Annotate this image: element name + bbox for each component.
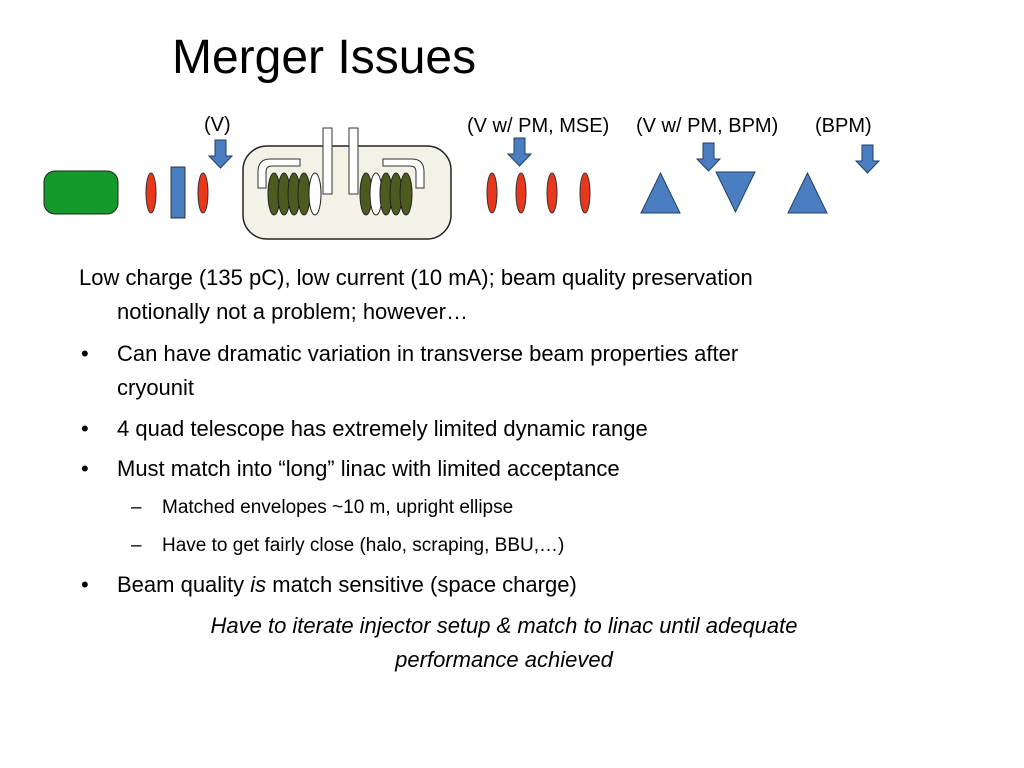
bullet-marker: • (81, 456, 89, 481)
bullet-marker: • (81, 572, 89, 597)
bullet-1-line-2: cryounit (117, 375, 195, 400)
bullet-4: Beam quality is match sensitive (space c… (117, 568, 577, 602)
conclusion-line-1: Have to iterate injector setup & match t… (210, 613, 798, 638)
bullet-1-line-1: Can have dramatic variation in transvers… (117, 341, 739, 366)
label-v-pm-mse: (V w/ PM, MSE) (467, 115, 610, 137)
cryounit-icon (242, 127, 452, 240)
bullet-marker: • (81, 416, 89, 441)
bullet-4-pre: Beam quality (117, 572, 251, 597)
gun-icon (43, 170, 119, 215)
dipole-icon (715, 171, 756, 214)
quadrupole-icon (486, 172, 498, 214)
bullet-2: 4 quad telescope has extremely limited d… (117, 416, 648, 441)
sub-bullet-marker: – (131, 497, 142, 518)
bullet-marker: • (81, 341, 89, 366)
label-v-pm-bpm: (V w/ PM, BPM) (636, 115, 779, 137)
dipole-icon (787, 171, 828, 214)
slide-title: Merger Issues (172, 31, 477, 84)
quadrupole-icon (197, 172, 209, 214)
intro-line-2: notionally not a problem; however… (117, 299, 468, 324)
sub-bullet-1: Matched envelopes ~10 m, upright ellipse (162, 497, 514, 518)
sub-bullet-marker: – (131, 535, 142, 556)
solenoid-icon (170, 166, 186, 219)
down-arrow-icon (506, 137, 533, 167)
down-arrow-icon (207, 139, 234, 169)
quadrupole-icon (579, 172, 591, 214)
dipole-icon (640, 171, 681, 214)
quadrupole-icon (145, 172, 157, 214)
conclusion-line-2: performance achieved (395, 647, 613, 672)
bullet-3: Must match into “long” linac with limite… (117, 456, 620, 481)
down-arrow-icon (854, 144, 881, 174)
quadrupole-icon (515, 172, 527, 214)
label-bpm: (BPM) (815, 115, 872, 137)
quadrupole-icon (546, 172, 558, 214)
bullet-4-emphasis: is (250, 572, 267, 597)
label-v: (V) (204, 114, 231, 136)
sub-bullet-2: Have to get fairly close (halo, scraping… (162, 535, 565, 556)
intro-line-1: Low charge (135 pC), low current (10 mA)… (79, 265, 753, 290)
bullet-4-post: match sensitive (space charge) (266, 572, 577, 597)
beamline-diagram (43, 127, 881, 240)
down-arrow-icon (695, 142, 722, 172)
